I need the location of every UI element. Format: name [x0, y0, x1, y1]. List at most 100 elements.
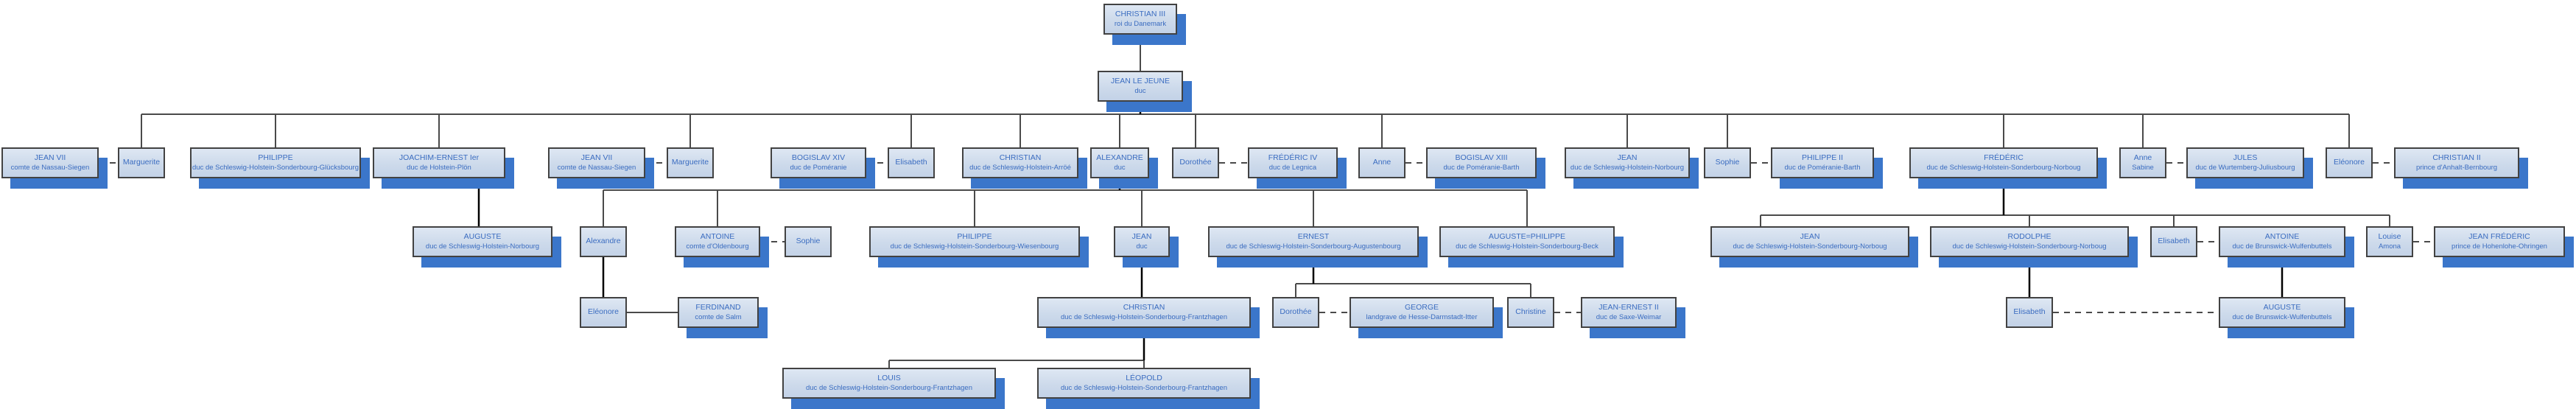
person-title: duc de Schleswig-Holstein-Arröé [969, 163, 1071, 172]
person-name: CHRISTIAN [999, 153, 1042, 162]
person-title: Sabine [2132, 163, 2154, 172]
person-title: duc de Brunswick-Wulfenbuttels [2232, 242, 2332, 251]
person-title: duc de Holstein-Plön [407, 163, 471, 172]
person-name: JULES [2233, 153, 2258, 162]
person-name: Eléonore [2333, 158, 2365, 167]
person-box-dorothee2[interactable]: Dorothée [1272, 297, 1319, 328]
person-name: Anne [1372, 158, 1391, 167]
person-name: Marguerite [671, 158, 709, 167]
person-title: comte de Salm [695, 312, 742, 321]
person-box-sophie1[interactable]: Sophie [1704, 147, 1751, 178]
person-name: JEAN [1800, 232, 1820, 241]
person-title: comte d'Oldenbourg [686, 242, 749, 251]
person-box-elisabeth3[interactable]: Elisabeth [2006, 297, 2053, 328]
person-title: duc de Schleswig-Holstein-Sonderbourg-Be… [1456, 242, 1598, 251]
person-name: Elisabeth [2158, 237, 2190, 246]
person-title: duc de Schleswig-Holstein-Sonderbourg-Fr… [1060, 383, 1227, 392]
person-name: Marguerite [122, 158, 161, 167]
person-title: duc [1134, 86, 1146, 95]
person-name: JEAN VII [34, 153, 66, 162]
person-title: duc [1114, 163, 1126, 172]
person-title: duc de Schleswig-Holstein-Sonderbourg-Wi… [890, 242, 1059, 251]
person-box-eleonore2[interactable]: Eléonore [580, 297, 627, 328]
person-name: JEAN FRÉDÉRIC [2468, 232, 2530, 241]
person-box-elisabeth2[interactable]: Elisabeth [2150, 226, 2197, 257]
person-name: Eléonore [587, 307, 620, 317]
person-name: PHILIPPE [258, 153, 293, 162]
person-name: ERNEST [1297, 232, 1330, 241]
person-title: duc de Poméranie-Barth [1784, 163, 1861, 172]
person-box-elisabeth1[interactable]: Elisabeth [888, 147, 935, 178]
person-name: PHILIPPE [957, 232, 992, 241]
person-name: LÉOPOLD [1126, 374, 1162, 382]
person-name: CHRISTIAN [1123, 303, 1165, 312]
person-box-dorothee1[interactable]: Dorothée [1172, 147, 1219, 178]
person-name: ANTOINE [2264, 232, 2300, 241]
person-title: Amona [2378, 242, 2401, 251]
person-title: duc de Schleswig-Holstein-Sonderbourg-No… [1733, 242, 1887, 251]
person-box-sophie2[interactable]: Sophie [785, 226, 832, 257]
person-title: duc de Poméranie-Barth [1443, 163, 1520, 172]
person-box-marguerite1[interactable]: Marguerite [118, 147, 165, 178]
person-title: duc de Schleswig-Holstein-Sonderbourg-No… [1952, 242, 2107, 251]
person-name: Elisabeth [895, 158, 927, 167]
person-name: ALEXANDRE [1096, 153, 1143, 162]
person-title: duc de Saxe-Weimar [1596, 312, 1662, 321]
person-name: FRÉDÉRIC IV [1268, 153, 1318, 162]
person-box-anne1[interactable]: Anne [1358, 147, 1405, 178]
person-title: duc de Wurtemberg-Juliusbourg [2195, 163, 2295, 172]
person-box-alexandre_fils[interactable]: Alexandre [580, 226, 627, 257]
person-title: duc de Brunswick-Wulfenbuttels [2232, 312, 2332, 321]
person-name: Elisabeth [2013, 307, 2046, 317]
person-box-eleonore1[interactable]: Eléonore [2326, 147, 2373, 178]
person-box-marguerite2[interactable]: Marguerite [667, 147, 714, 178]
person-name: Dorothée [1179, 158, 1212, 167]
person-title: landgrave de Hesse-Darmstadt-Itter [1366, 312, 1478, 321]
person-title: duc de Schleswig-Holstein-Sonderbourg-Au… [1226, 242, 1401, 251]
person-box-christine[interactable]: Christine [1507, 297, 1554, 328]
person-name: JEAN [1617, 153, 1638, 162]
person-name: AUGUSTE [2263, 303, 2301, 312]
person-name: BOGISLAV XIII [1455, 153, 1508, 162]
person-name: Dorothée [1280, 307, 1312, 317]
person-title: prince de Hohenlohe-Ohringen [2452, 242, 2547, 251]
person-title: duc de Schleswig-Holstein-Norbourg [425, 242, 540, 251]
